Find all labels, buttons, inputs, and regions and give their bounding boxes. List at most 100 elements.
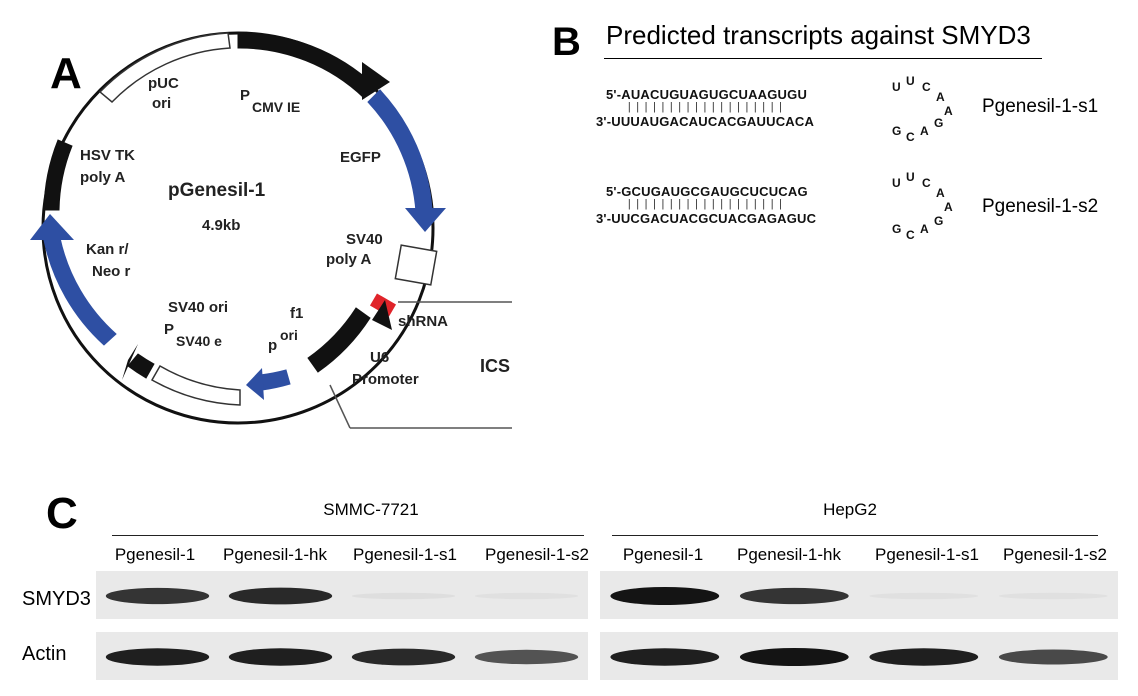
hairpin-1-name: Pgenesil-1-s1 bbox=[982, 96, 1099, 117]
panel-a-letter: A bbox=[50, 49, 82, 98]
sv40ori-label: SV40 ori bbox=[168, 299, 228, 316]
blot-smyd3-hepg2 bbox=[600, 571, 1118, 619]
smyd3-band-lane-2 bbox=[739, 587, 849, 605]
smyd3-band-lane-2 bbox=[228, 587, 333, 605]
pcmv-segment bbox=[237, 32, 376, 99]
shrna-label: shRNA bbox=[398, 313, 448, 330]
smyd3-band-lane-4 bbox=[998, 592, 1108, 600]
hairpin-2-loop-tip: A bbox=[944, 200, 953, 214]
hsvtk-label: HSV TK bbox=[80, 147, 135, 164]
lane-label-g2-l2: Pgenesil-1-hk bbox=[737, 545, 841, 564]
hairpin-1-loop-g2: G bbox=[934, 116, 944, 130]
hairpin-1-ticks: ||||||||||||||||||| bbox=[626, 102, 786, 114]
hairpin-1-bottom: 3'-UUUAUGACAUCACGAUUCACA bbox=[596, 114, 815, 129]
actin-band-lane-3 bbox=[351, 648, 456, 666]
kan-label: Kan r/ bbox=[86, 241, 129, 258]
neo-label: Neo r bbox=[92, 263, 131, 280]
pcmv-sub-label: CMV IE bbox=[252, 99, 300, 115]
row-label-actin: Actin bbox=[22, 643, 67, 665]
f1-ori-label: ori bbox=[280, 327, 298, 343]
lane-label-g1-l1: Pgenesil-1 bbox=[114, 545, 196, 564]
hairpin-2-top: 5'-GCUGAUGCGAUGCUCUCAG bbox=[606, 184, 808, 199]
blot-actin-hepg2 bbox=[600, 632, 1118, 680]
hairpin-2-loop-a: A bbox=[936, 186, 945, 200]
lane-label-g2-l3: Pgenesil-1-s1 bbox=[875, 545, 979, 564]
hairpin-1-loop-c2: C bbox=[906, 130, 915, 144]
hairpin-2-loop-c: C bbox=[922, 176, 931, 190]
hsvtk-polya-label: poly A bbox=[80, 169, 125, 186]
psv40-sub-label: SV40 e bbox=[176, 333, 222, 349]
hairpin-1-loop-u1: U bbox=[892, 80, 901, 94]
pcmv-arrowhead bbox=[362, 62, 390, 100]
actin-band-lane-1 bbox=[610, 648, 720, 666]
f1-ori-segment bbox=[259, 369, 291, 391]
psv40-segment bbox=[150, 364, 241, 406]
lane-label-g1-l4: Pgenesil-1-s2 bbox=[485, 545, 589, 564]
cell-line-smmc7721: SMMC-7721 bbox=[323, 500, 419, 519]
hairpin-2-ticks: ||||||||||||||||||| bbox=[626, 199, 786, 211]
hairpin-2-loop-g2: G bbox=[934, 214, 944, 228]
kan-arrowhead bbox=[30, 214, 74, 240]
cs-label: ICS bbox=[480, 356, 510, 376]
u6-promoter-segment bbox=[307, 307, 371, 373]
row-label-smyd3: SMYD3 bbox=[22, 588, 91, 610]
u6-promoter-label: Promoter bbox=[352, 371, 419, 388]
actin-band-lane-2 bbox=[739, 648, 849, 666]
egfp-label: EGFP bbox=[340, 149, 381, 166]
hsvtk-segment bbox=[43, 139, 73, 211]
sv40ori-arrowhead bbox=[122, 344, 138, 380]
lane-label-g1-l3: Pgenesil-1-s1 bbox=[353, 545, 457, 564]
puc-label: pUC bbox=[148, 75, 179, 92]
hairpin-2-name: Pgenesil-1-s2 bbox=[982, 196, 1099, 217]
panel-b-title: Predicted transcripts against SMYD3 bbox=[606, 20, 1031, 50]
blot-smyd3-smmc7721 bbox=[96, 571, 588, 619]
smyd3-band-lane-1 bbox=[610, 587, 720, 605]
blot-actin-smmc7721 bbox=[96, 632, 588, 680]
f1-p-label: p bbox=[268, 337, 277, 354]
sv40-polya-box bbox=[394, 244, 438, 286]
puc-ori-segment bbox=[98, 32, 231, 104]
plasmid-map: pUC ori P CMV IE EGFP HSV TK poly A pGen… bbox=[30, 31, 512, 429]
panel-b-letter: B bbox=[552, 20, 581, 64]
hairpin-1-loop-c: C bbox=[922, 80, 931, 94]
actin-band-lane-4 bbox=[998, 649, 1108, 665]
smyd3-band-lane-4 bbox=[474, 592, 579, 600]
smyd3-band-lane-3 bbox=[869, 592, 979, 600]
callout-line-bottom-diag bbox=[329, 384, 351, 429]
actin-band-lane-3 bbox=[869, 648, 979, 666]
smyd3-band-lane-3 bbox=[351, 592, 456, 600]
actin-band-lane-2 bbox=[228, 648, 333, 666]
f1-label: f1 bbox=[290, 305, 303, 322]
egfp-arrowhead bbox=[405, 208, 446, 232]
smyd3-band-lane-1 bbox=[105, 587, 210, 605]
f1-arrowhead bbox=[246, 368, 264, 400]
sv40polya-label: SV40 bbox=[346, 231, 383, 248]
hairpin-2-loop-u1: U bbox=[892, 176, 901, 190]
lane-label-g2-l1: Pgenesil-1 bbox=[622, 545, 704, 564]
hairpin-2-loop-a2: A bbox=[920, 222, 929, 236]
hairpin-1-loop-a2: A bbox=[920, 124, 929, 138]
lane-label-g2-l4: Pgenesil-1-s2 bbox=[1003, 545, 1107, 564]
plasmid-name-label: pGenesil-1 bbox=[168, 180, 266, 201]
pcmv-p-label: P bbox=[240, 87, 250, 104]
u6-arrowhead bbox=[372, 300, 392, 330]
group-rule-hepg2 bbox=[612, 535, 1098, 536]
sv40ori-black-segment bbox=[127, 353, 155, 379]
cell-line-hepg2: HepG2 bbox=[823, 500, 877, 519]
group-rule-smmc7721 bbox=[112, 535, 584, 536]
hairpin-1-loop-a: A bbox=[936, 90, 945, 104]
puc-ori-label: ori bbox=[152, 95, 171, 112]
hairpin-2-loop-u2: U bbox=[906, 170, 915, 184]
hairpin-2-loop-g1: G bbox=[892, 222, 902, 236]
psv40-p-label: P bbox=[164, 321, 174, 338]
hairpin-1-top: 5'-AUACUGUAGUGCUAAGUGU bbox=[606, 87, 808, 102]
hairpin-1-loop-tip: A bbox=[944, 104, 953, 118]
hairpin-2-loop-c2: C bbox=[906, 228, 915, 242]
hairpin-1-loop-g1: G bbox=[892, 124, 902, 138]
panel-c-letter: C bbox=[46, 489, 78, 538]
lane-label-g1-l2: Pgenesil-1-hk bbox=[223, 545, 327, 564]
sv40polya-sub-label: poly A bbox=[326, 251, 371, 268]
plasmid-size-label: 4.9kb bbox=[202, 217, 240, 234]
hairpin-2-bottom: 3'-UUCGACUACGCUACGAGAGUC bbox=[596, 211, 817, 226]
hairpin-1-loop-u2: U bbox=[906, 74, 915, 88]
